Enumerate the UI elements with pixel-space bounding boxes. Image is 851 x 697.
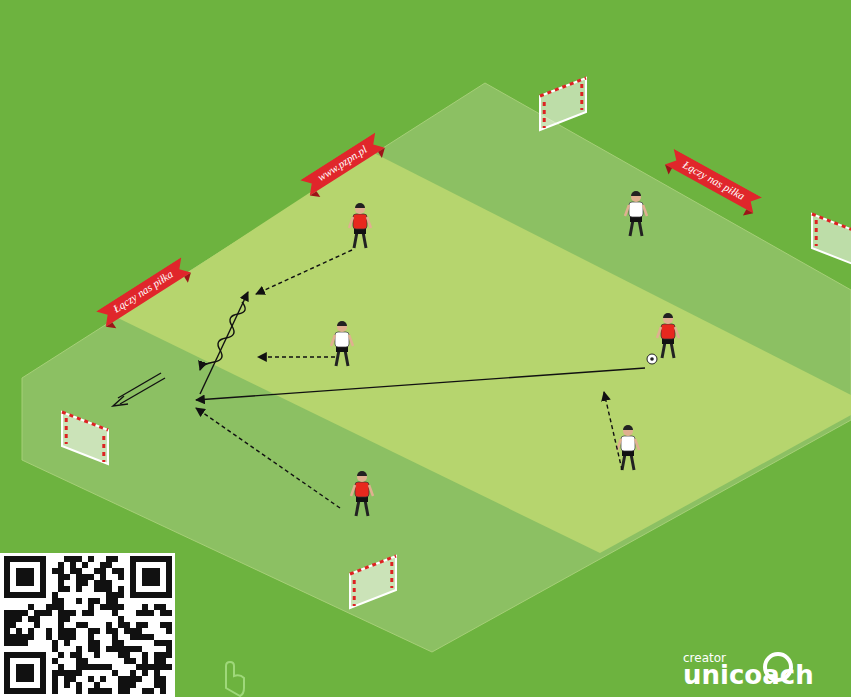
goal (350, 556, 396, 608)
player (351, 471, 373, 516)
player (625, 191, 647, 236)
goal (812, 214, 851, 266)
logo-wordmark: unicoach (683, 662, 814, 688)
player (349, 203, 371, 248)
player (657, 313, 679, 358)
goal (540, 78, 586, 130)
player (617, 425, 639, 470)
player (331, 321, 353, 366)
goal (62, 412, 108, 464)
